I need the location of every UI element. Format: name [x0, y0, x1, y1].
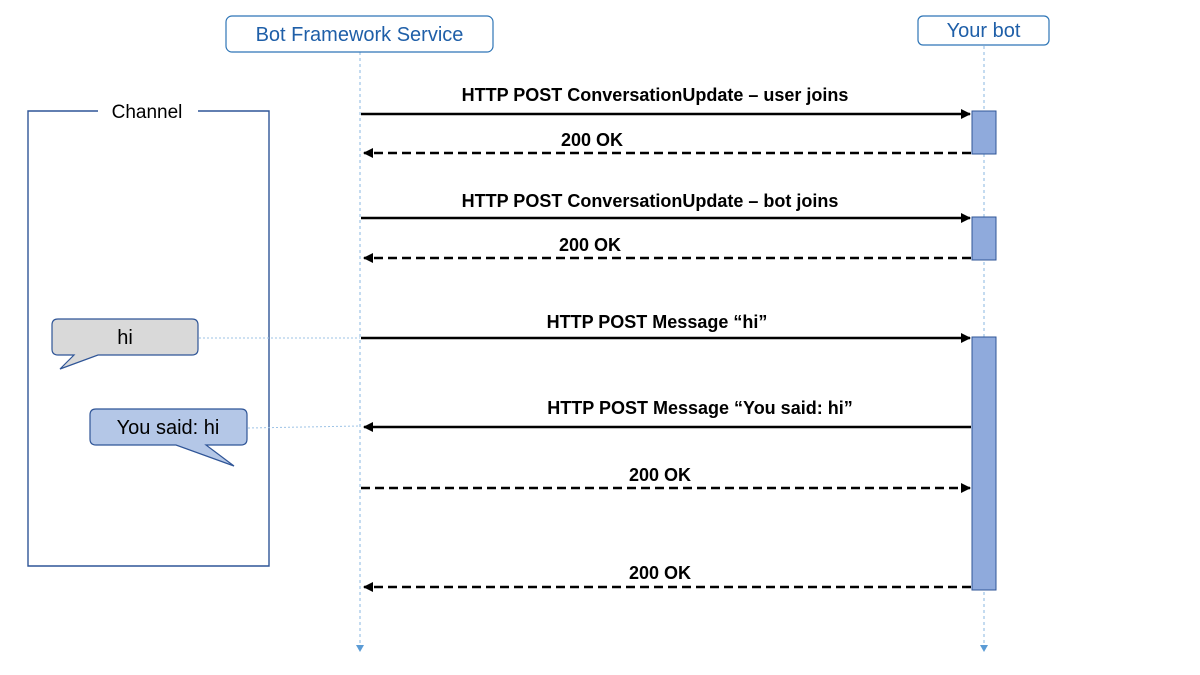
bot-activation-3: [971, 336, 997, 591]
participant-service-label: Bot Framework Service: [256, 24, 464, 46]
message-5-label: HTTP POST Message “hi”: [547, 312, 768, 332]
message-8: 200 OK: [363, 563, 971, 592]
bot-lifeline-end-icon: [980, 645, 988, 652]
message-3-label: HTTP POST ConversationUpdate – bot joins: [462, 191, 839, 211]
message-6: HTTP POST Message “You said: hi”: [363, 398, 971, 432]
message-6-label: HTTP POST Message “You said: hi”: [547, 398, 852, 418]
participant-bot: Your bot: [917, 15, 1050, 46]
message-7-label: 200 OK: [629, 465, 691, 485]
participant-bot-label: Your bot: [947, 20, 1021, 42]
user-message-text: hi: [117, 327, 133, 349]
bot-reply-bubble: You said: hi: [89, 408, 248, 467]
message-1: HTTP POST ConversationUpdate – user join…: [361, 85, 971, 119]
bot-activation-1: [971, 110, 997, 155]
service-lifeline-end-icon: [356, 645, 364, 652]
message-7: 200 OK: [361, 465, 971, 493]
message-4: 200 OK: [363, 235, 971, 263]
bot-activation-2: [971, 216, 997, 261]
user-message-bubble: hi: [51, 318, 199, 370]
message-8-label: 200 OK: [629, 563, 691, 583]
message-2: 200 OK: [363, 130, 971, 158]
message-4-label: 200 OK: [559, 235, 621, 255]
participant-service: Bot Framework Service: [225, 15, 494, 53]
message-2-label: 200 OK: [561, 130, 623, 150]
bot-reply-text: You said: hi: [117, 417, 220, 439]
channel-box: Channel: [27, 102, 270, 567]
message-5: HTTP POST Message “hi”: [361, 312, 971, 343]
message-3: HTTP POST ConversationUpdate – bot joins: [361, 191, 971, 223]
bot-bubble-connector: [247, 425, 361, 429]
channel-label: Channel: [112, 102, 183, 123]
message-1-label: HTTP POST ConversationUpdate – user join…: [462, 85, 849, 105]
